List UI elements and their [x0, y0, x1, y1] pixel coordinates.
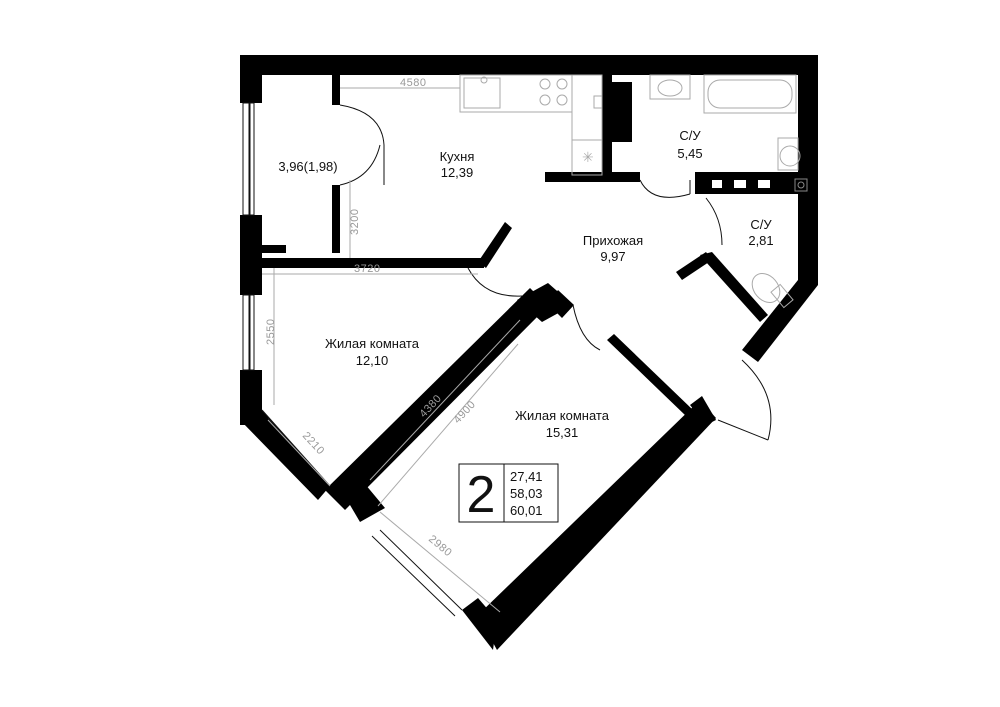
dim-kitchen-depth: 3200 [349, 209, 361, 235]
toilet-fixture [751, 273, 794, 309]
living1-name: Жилая комната [325, 336, 420, 351]
badge-area-with-balcony: 60,01 [510, 503, 543, 518]
dim-living1-depth: 2550 [265, 319, 277, 345]
kitchen-area: 12,39 [441, 165, 474, 180]
living1-area: 12,10 [356, 353, 389, 368]
svg-text:✳: ✳ [582, 150, 594, 166]
living2-name: Жилая комната [515, 408, 610, 423]
doors [339, 104, 772, 441]
dim-living1-window: 2210 [300, 430, 327, 458]
hallway-name: Прихожая [583, 233, 643, 248]
dim-living2-window: 2980 [426, 533, 454, 559]
badge-room-count: 2 [467, 466, 496, 524]
hallway-area: 9,97 [600, 249, 625, 264]
outer-walls [240, 55, 818, 650]
kitchen-fixtures: ✳ [459, 74, 603, 176]
dim-living1-width: 3720 [354, 263, 380, 275]
badge-total-area: 58,03 [510, 486, 543, 501]
bathroom-area: 5,45 [677, 146, 702, 161]
storage-area: 3,96(1,98) [278, 159, 337, 174]
toilet-area: 2,81 [748, 233, 773, 248]
bathroom-name: С/У [679, 128, 701, 143]
badge-living-area: 27,41 [510, 469, 543, 484]
kitchen-name: Кухня [440, 149, 475, 164]
living2-area: 15,31 [546, 425, 579, 440]
interior-walls [262, 75, 798, 522]
dim-living2-diag: 4900 [451, 398, 478, 426]
summary-badge: 2 27,41 58,03 60,01 [458, 463, 559, 524]
bathroom-fixtures [649, 74, 808, 192]
dim-kitchen-width: 4580 [400, 77, 426, 89]
toilet-name: С/У [750, 217, 772, 232]
dimension-lines [262, 87, 521, 613]
